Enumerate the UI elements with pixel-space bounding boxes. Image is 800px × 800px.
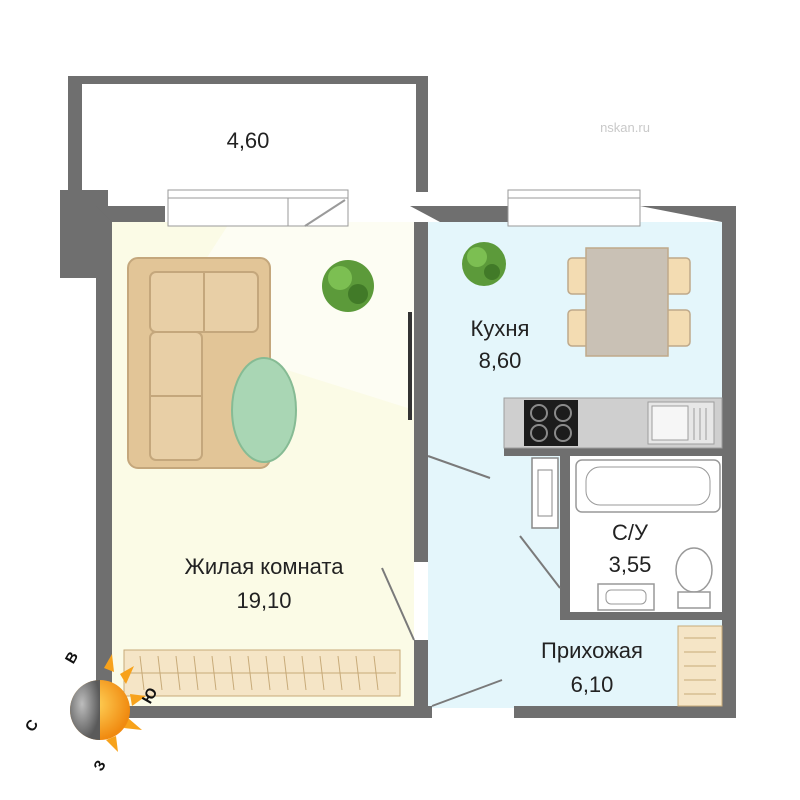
balcony bbox=[68, 76, 428, 192]
hallway-area: 6,10 bbox=[571, 672, 614, 697]
toilet bbox=[675, 547, 713, 609]
plant-kitchen-icon bbox=[462, 242, 506, 286]
oval-rug bbox=[231, 357, 297, 463]
compass-south: Ю bbox=[139, 685, 161, 707]
sink bbox=[597, 583, 655, 611]
plant-living-icon bbox=[322, 260, 374, 312]
compass-east: В bbox=[62, 649, 82, 667]
windows bbox=[167, 189, 641, 227]
living-room-name: Жилая комната bbox=[185, 554, 345, 579]
washing-machine bbox=[531, 457, 559, 529]
balcony-area: 4,60 bbox=[227, 128, 270, 153]
hallway-name: Прихожая bbox=[541, 638, 643, 663]
compass-north: С bbox=[22, 717, 42, 735]
bathroom-name: С/У bbox=[612, 520, 649, 545]
doors bbox=[381, 455, 561, 707]
dining-set bbox=[567, 247, 691, 357]
bathroom-area: 3,55 bbox=[609, 552, 652, 577]
bathtub bbox=[575, 459, 721, 513]
compass-west: З bbox=[90, 757, 109, 774]
kitchen-counter bbox=[503, 397, 723, 449]
tv-panel bbox=[408, 312, 412, 420]
kitchen-area: 8,60 bbox=[479, 348, 522, 373]
living-wardrobe bbox=[123, 649, 401, 697]
svg-text:nskan.ru: nskan.ru bbox=[600, 120, 650, 135]
living-room-area: 19,10 bbox=[236, 588, 291, 613]
kitchen-name: Кухня bbox=[471, 316, 530, 341]
corner-sofa bbox=[127, 257, 271, 469]
walls bbox=[60, 190, 736, 718]
hallway-wardrobe bbox=[677, 625, 723, 707]
